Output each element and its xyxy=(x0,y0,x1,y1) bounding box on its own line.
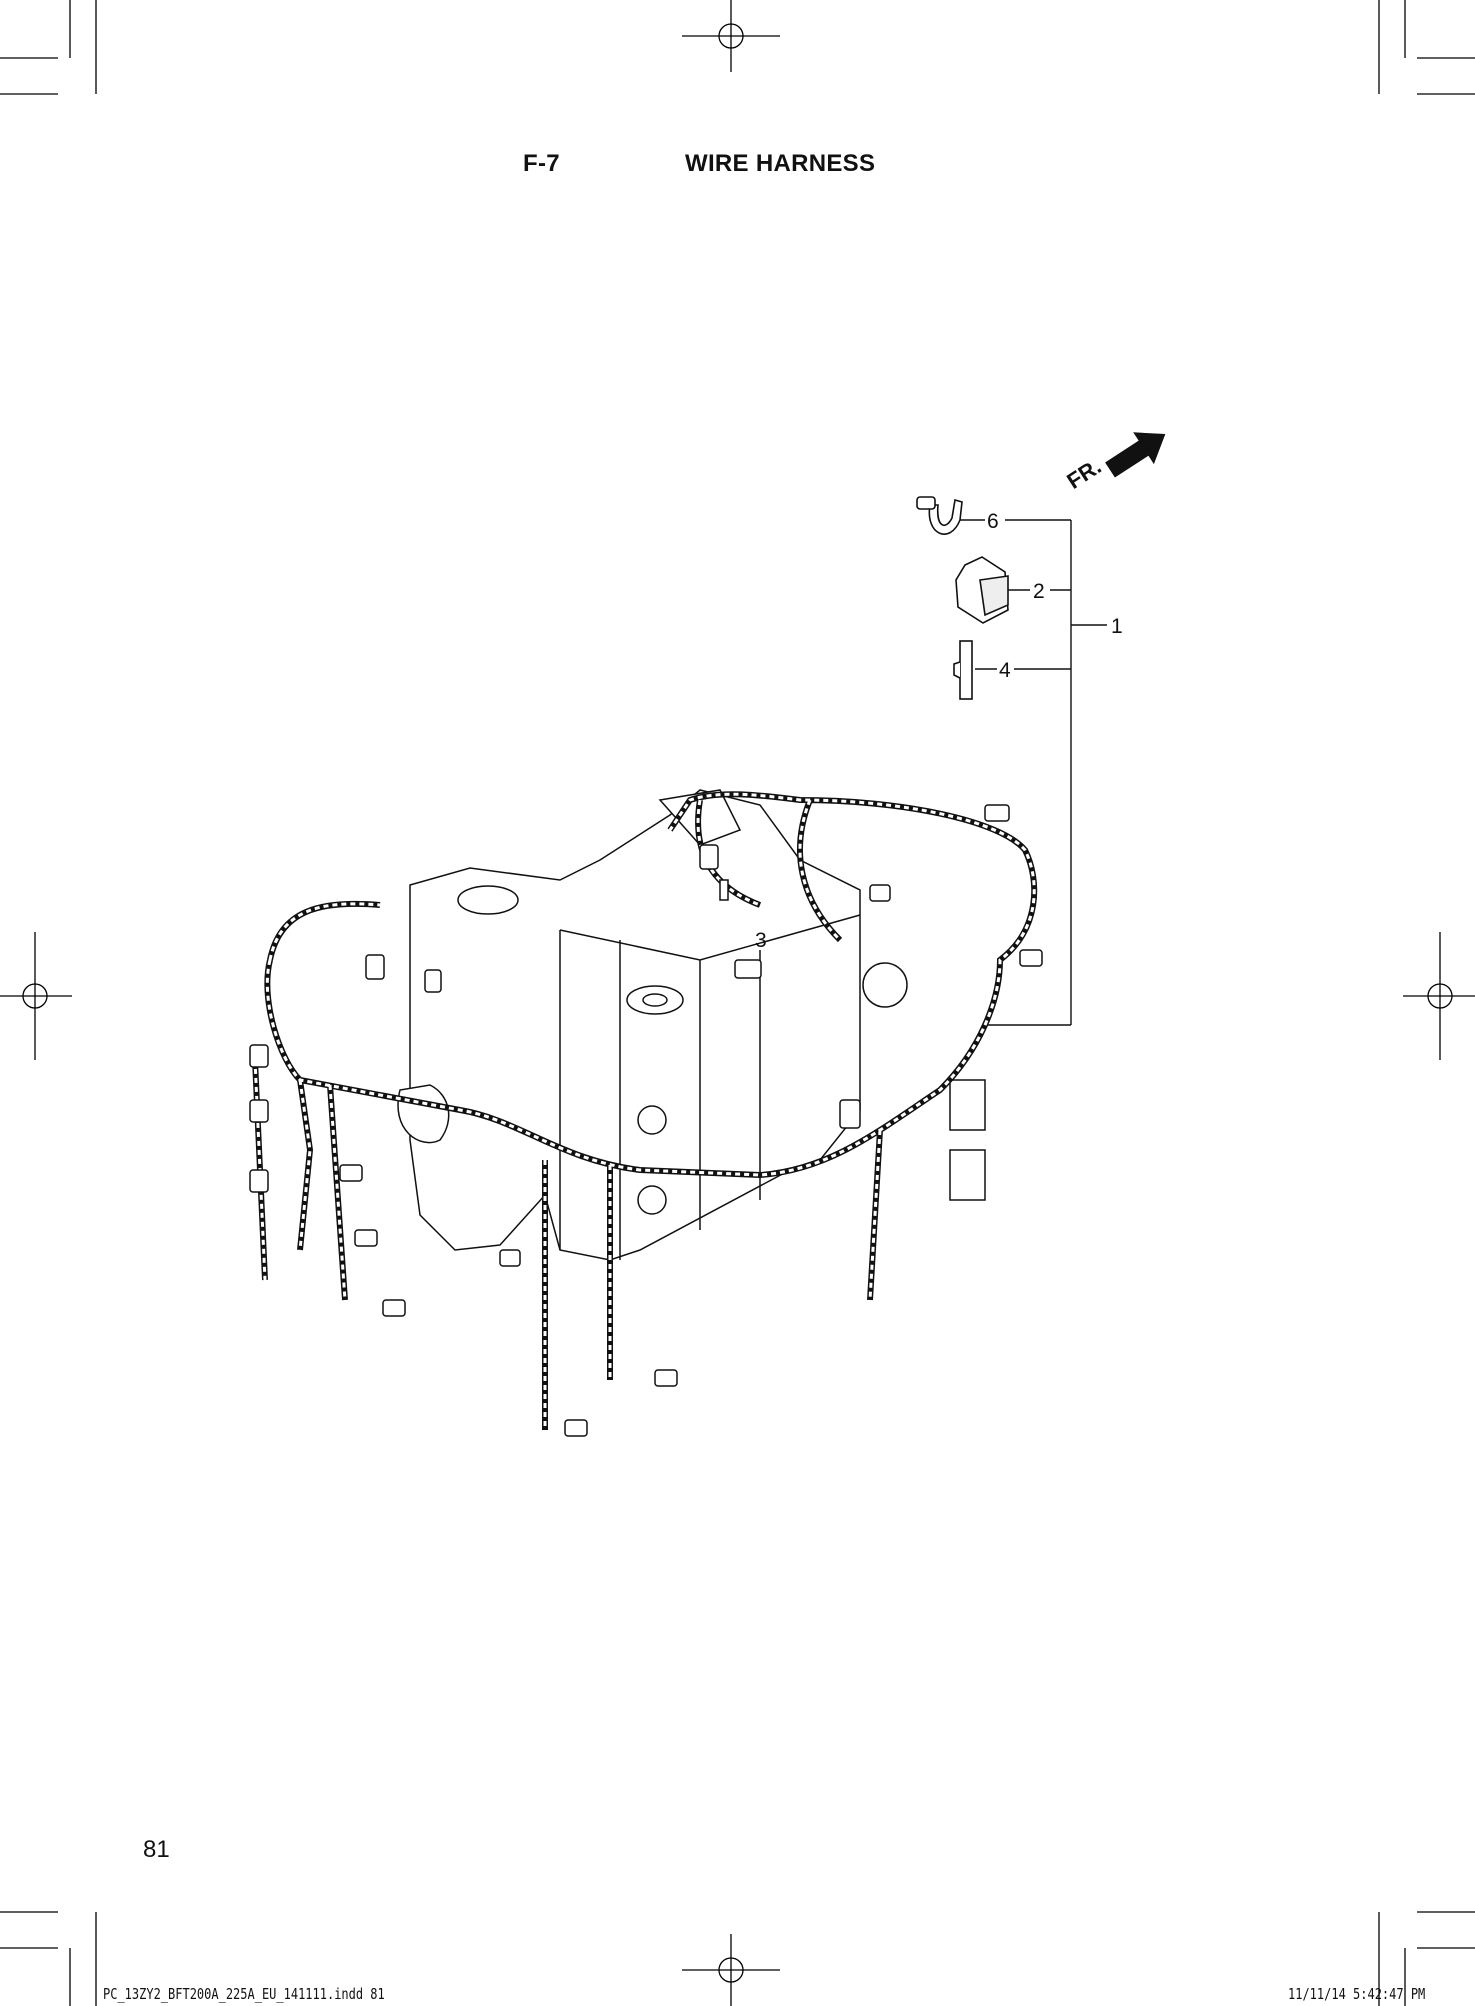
footer-file-name: PC_13ZY2_BFT200A_225A_EU_141111.indd 81 xyxy=(103,1985,385,2003)
registration-mark-bottom xyxy=(682,1934,780,2006)
front-direction-arrow-icon xyxy=(1105,432,1166,478)
footer-timestamp: 11/11/14 5:42:47 PM xyxy=(1288,1985,1426,2003)
section-code: F-7 xyxy=(523,150,560,177)
section-title: WIRE HARNESS xyxy=(685,150,876,177)
clamp-part-icon xyxy=(916,496,963,535)
registration-mark-left xyxy=(0,932,72,1060)
grommet-part-icon xyxy=(955,556,1009,624)
callout-1: 1 xyxy=(1111,615,1123,638)
callout-3: 3 xyxy=(755,929,767,952)
registration-mark-top xyxy=(682,0,780,72)
clip-part-icon xyxy=(953,640,973,700)
connectors xyxy=(249,804,1043,1437)
fr-label: FR. xyxy=(1062,453,1105,493)
registration-mark-right xyxy=(1403,932,1475,1060)
callout-6: 6 xyxy=(987,510,999,533)
engine-block-outline xyxy=(397,789,986,1261)
callout-2: 2 xyxy=(1033,580,1045,603)
callout-4: 4 xyxy=(999,659,1011,682)
page-number: 81 xyxy=(143,1836,170,1863)
